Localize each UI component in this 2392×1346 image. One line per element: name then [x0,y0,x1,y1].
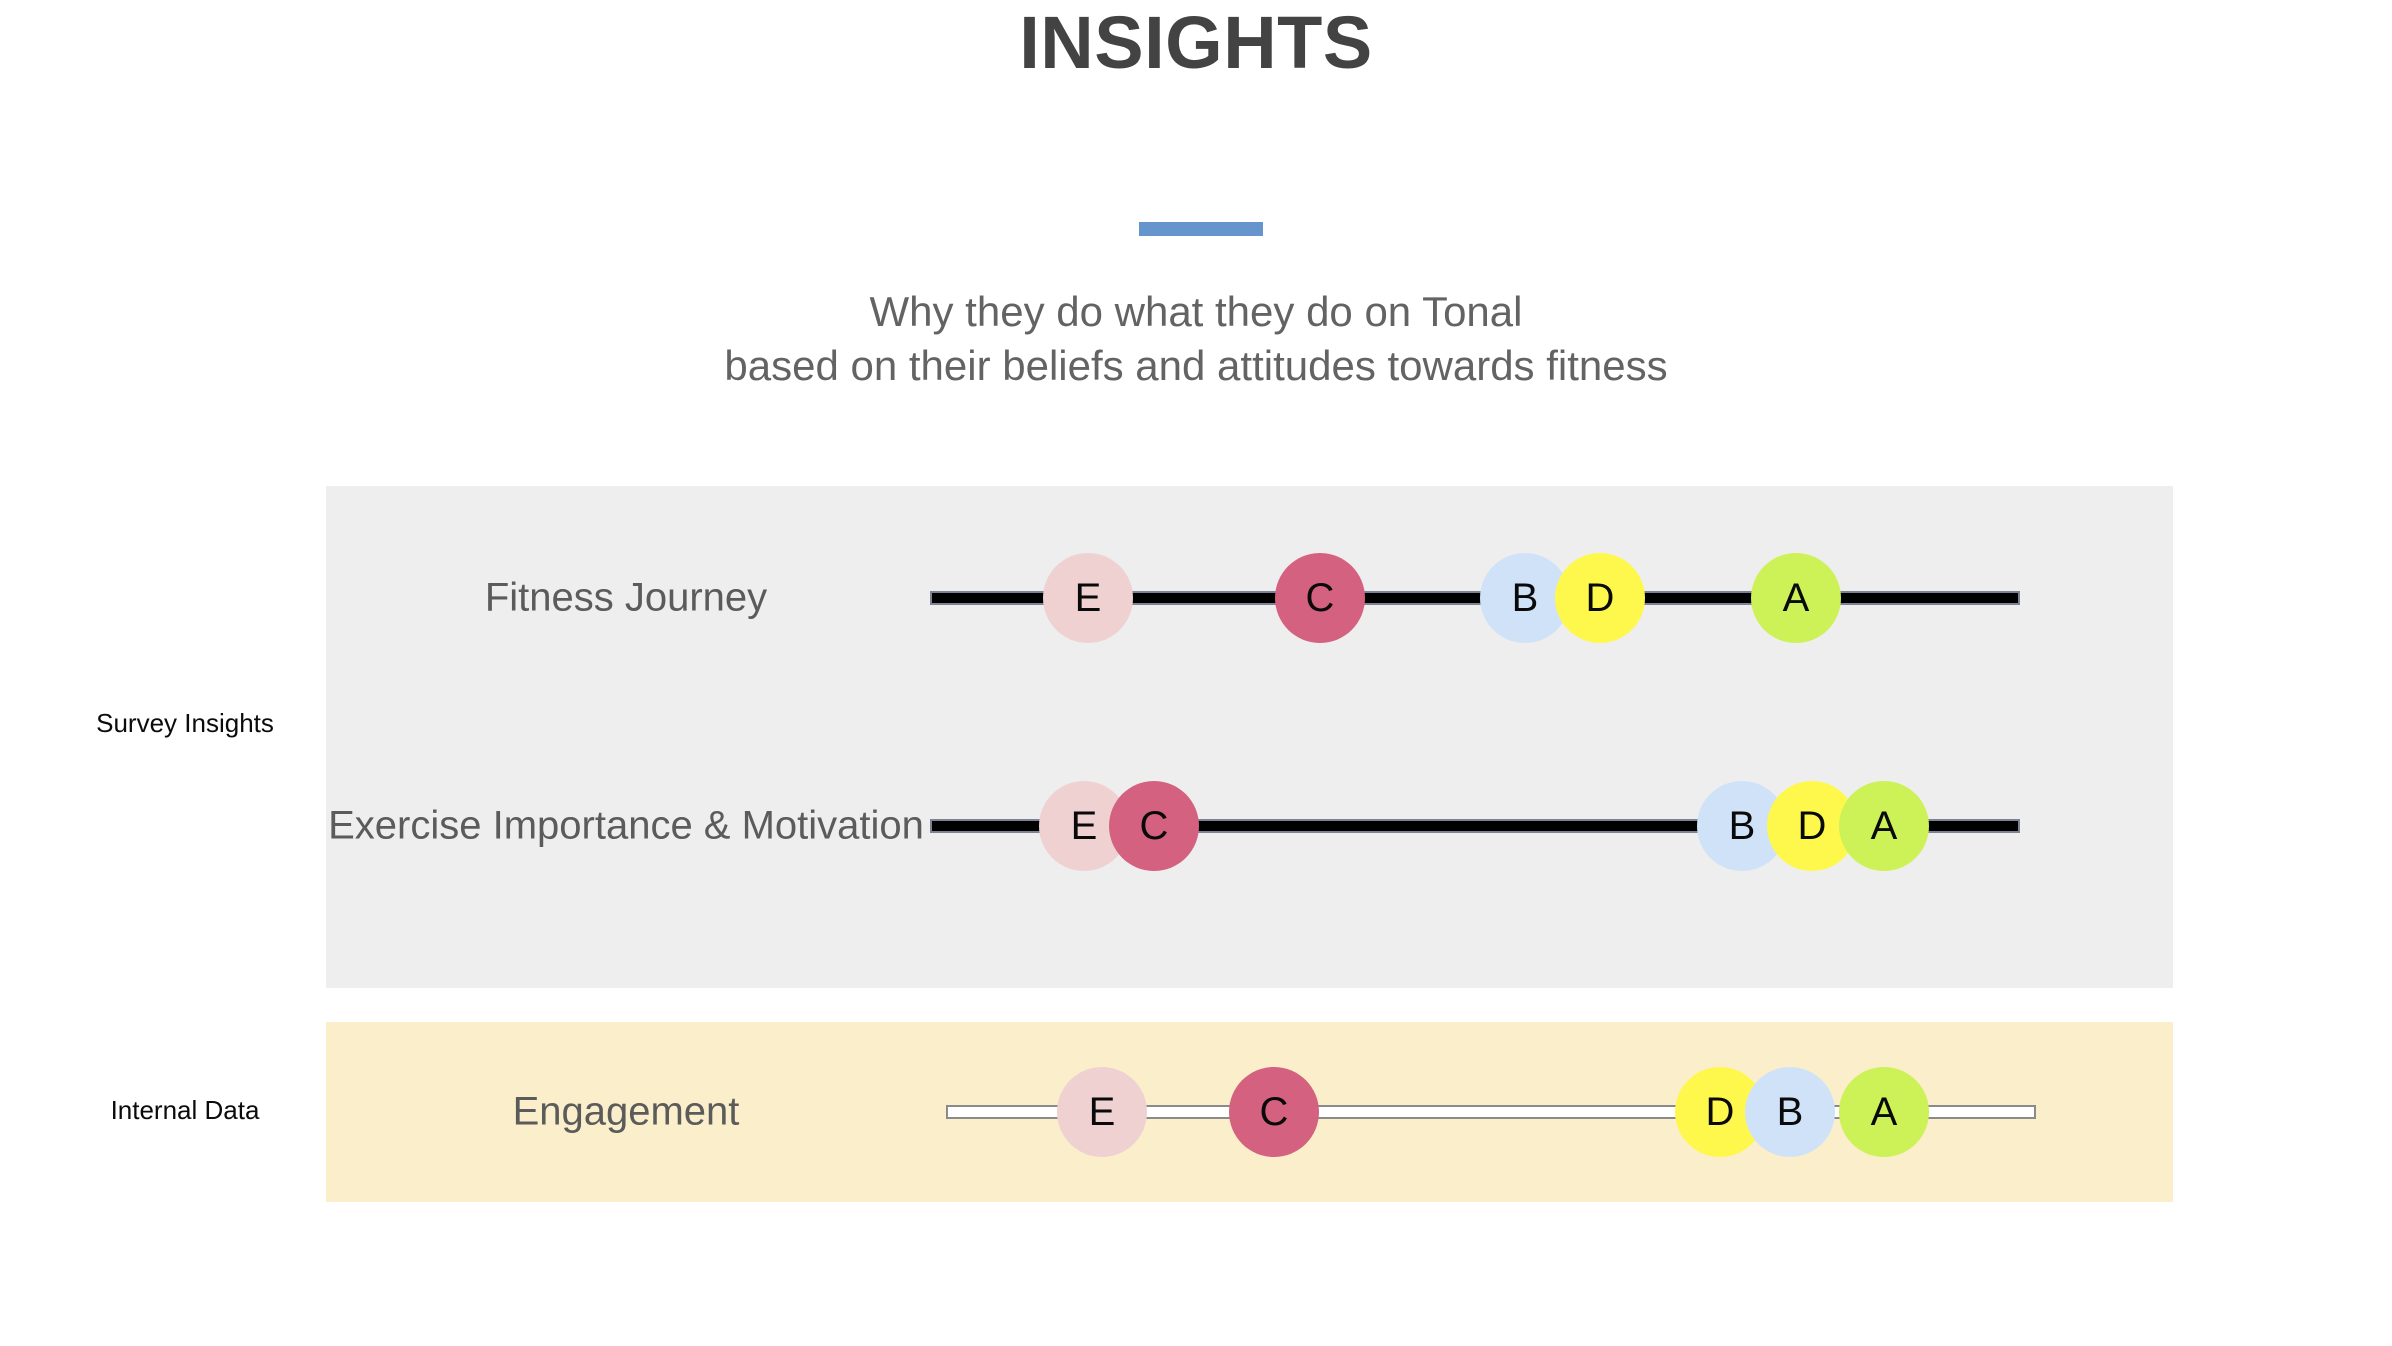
marker-label: E [1088,1089,1116,1134]
marker-b[interactable]: B [1745,1067,1835,1157]
marker-c[interactable]: C [1275,553,1365,643]
marker-e[interactable]: E [1057,1067,1147,1157]
spectrum-line-fitness-journey [930,591,2020,605]
marker-label: C [1139,803,1169,848]
row-label-engagement: Engagement [512,1089,740,1134]
marker-e[interactable]: E [1043,553,1133,643]
marker-label: B [1511,575,1539,620]
marker-label: C [1259,1089,1289,1134]
marker-a[interactable]: A [1751,553,1841,643]
marker-label: A [1782,575,1810,620]
marker-label: E [1074,575,1102,620]
group-label-survey-insights: Survey Insights [96,708,274,738]
panel-internal-data: Engagement E C D B A [326,1022,2173,1202]
marker-label: C [1305,575,1335,620]
marker-d[interactable]: D [1555,553,1645,643]
group-label-internal-data: Internal Data [110,1095,260,1125]
page-subtitle: Why they do what they do on Tonal based … [0,285,2392,393]
row-label-exercise-importance-motivation: Exercise Importance & Motivation [328,803,924,848]
marker-label: A [1870,803,1898,848]
panel-survey-insights: Fitness Journey E C B D A Exercise Impor… [326,486,2173,988]
row-label-fitness-journey: Fitness Journey [484,575,768,620]
marker-label: E [1070,803,1098,848]
subtitle-line-1: Why they do what they do on Tonal [869,288,1523,335]
marker-label: B [1728,803,1756,848]
page-title: INSIGHTS [1019,1,1373,84]
subtitle-line-2: based on their beliefs and attitudes tow… [724,341,1668,389]
accent-divider [1139,222,1263,236]
marker-label: D [1797,803,1827,848]
marker-label: D [1705,1089,1735,1134]
marker-d[interactable]: D [1767,781,1857,871]
marker-c[interactable]: C [1109,781,1199,871]
marker-a[interactable]: A [1839,1067,1929,1157]
marker-label: B [1776,1089,1804,1134]
marker-label: D [1585,575,1615,620]
marker-d[interactable]: D [1675,1067,1765,1157]
marker-a[interactable]: A [1839,781,1929,871]
marker-c[interactable]: C [1229,1067,1319,1157]
marker-label: A [1870,1089,1898,1134]
